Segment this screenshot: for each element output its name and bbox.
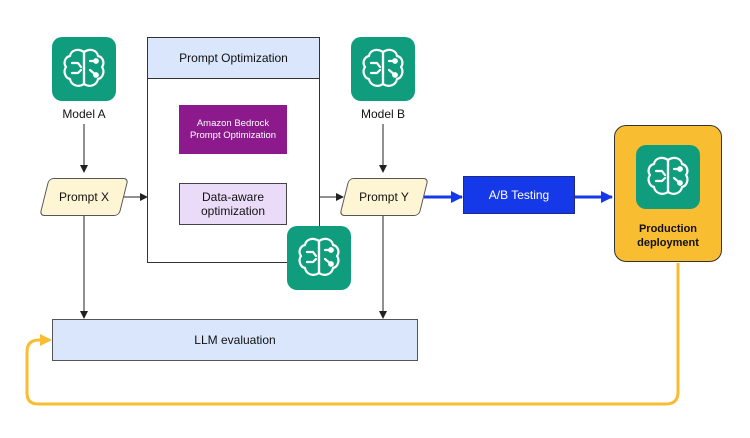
model-b-brain-icon [351,37,415,101]
model-a-brain-icon [52,37,116,101]
production-deployment-label: Production deployment [614,222,722,250]
bedrock-line2: Prompt Optimization [189,129,277,141]
data-aware-optimization-box: Data-aware optimization [179,183,287,225]
optimizer-brain-icon [287,226,351,290]
model-b-label: Model B [360,107,406,121]
data-aware-line2: optimization [200,204,266,218]
bedrock-prompt-optimization-box: Amazon Bedrock Prompt Optimization [179,105,287,154]
prompt-optimization-title: Prompt Optimization [179,51,288,65]
prompt-y-node: Prompt Y [339,178,429,216]
data-aware-line1: Data-aware [201,190,265,204]
llm-evaluation-label: LLM evaluation [194,333,276,347]
feedback-loop-arrow [25,263,680,406]
production-line1: Production [638,223,698,235]
prompt-y-label: Prompt Y [359,190,409,204]
ab-testing-label: A/B Testing [488,188,550,202]
model-a-label: Model A [62,107,106,121]
prompt-x-node: Prompt X [39,178,129,216]
llm-evaluation-box: LLM evaluation [52,319,418,361]
bedrock-line1: Amazon Bedrock [196,117,270,129]
production-brain-icon [636,145,700,209]
prompt-optimization-header: Prompt Optimization [147,37,320,79]
prompt-x-label: Prompt X [58,190,109,204]
ab-testing-box: A/B Testing [463,176,575,214]
production-line2: deployment [637,237,699,249]
